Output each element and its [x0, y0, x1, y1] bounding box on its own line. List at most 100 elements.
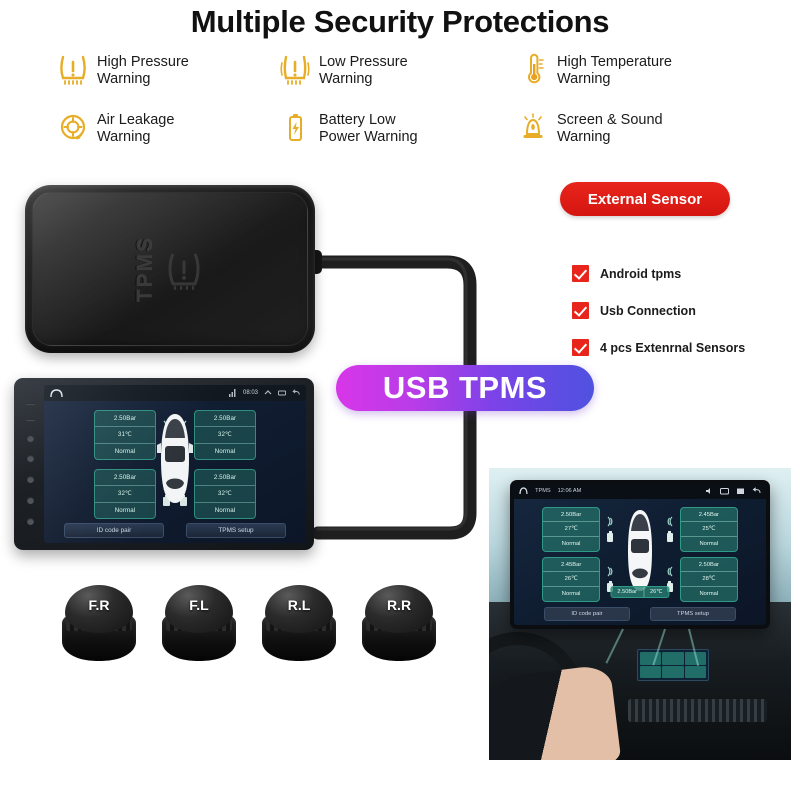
volume-icon[interactable] — [705, 487, 713, 495]
sensor-cap-rear-left: R.L — [262, 585, 336, 663]
alarm-siren-icon — [518, 110, 548, 144]
menu-button[interactable] — [27, 517, 34, 525]
inset-tire-tile-front-left[interactable]: 2.50Bar 27℃ Normal — [542, 506, 601, 552]
module-emboss-text: TPMS — [133, 235, 156, 303]
apps-icon[interactable] — [736, 487, 745, 495]
tire-tile-rear-left[interactable]: 2.50Bar 32℃ Normal — [94, 469, 156, 519]
wifi-icon — [264, 390, 272, 395]
tile-pressure: 2.50Bar — [560, 511, 582, 518]
cap-top — [365, 585, 433, 633]
battery-low-icon — [280, 110, 310, 144]
battery-icon — [666, 530, 673, 542]
home-button[interactable] — [27, 455, 34, 463]
tile-pressure: 2.50Bar — [113, 415, 137, 423]
selected-tire-chip: 2.50Bar 26℃ — [610, 585, 670, 598]
tile-status: Normal — [95, 501, 155, 518]
feature-checklist: Android tpms Usb Connection 4 pcs Extenr… — [572, 255, 792, 366]
tile-temperature: 28℃ — [680, 571, 737, 586]
inset-tpms-app: 2.50Bar 27℃ Normal 2.45Bar 26℃ Normal 2.… — [514, 499, 766, 625]
usb-tpms-badge: USB TPMS — [336, 365, 594, 411]
home-icon[interactable] — [50, 388, 63, 398]
tile-pressure: 2.50Bar — [113, 474, 137, 482]
mini-tile — [662, 652, 684, 665]
feature-label: Low Pressure Warning — [319, 54, 408, 87]
mini-tile — [684, 652, 707, 665]
status-bar-right: 08:03 — [228, 389, 300, 397]
tile-pressure: 2.50Bar — [698, 561, 719, 568]
magnified-screen[interactable]: TPMS 12:06 AM 2.50Bar 27℃ — [514, 483, 766, 625]
cap-top — [165, 585, 233, 633]
module-emboss: TPMS — [133, 236, 207, 302]
tile-status: Normal — [195, 501, 255, 518]
inset-id-code-pair-button[interactable]: ID code pair — [543, 606, 630, 621]
battery-icon — [666, 580, 673, 592]
check-icon — [572, 265, 589, 282]
tile-temperature: 32℃ — [95, 485, 155, 501]
tile-status: Normal — [195, 442, 255, 459]
tire-tile-front-right[interactable]: 2.50Bar 32℃ Normal — [194, 410, 256, 460]
tile-pressure: 2.45Bar — [698, 511, 719, 518]
inset-tpms-setup-button[interactable]: TPMS setup — [649, 606, 736, 621]
mini-tile — [684, 665, 707, 679]
checklist-item: 4 pcs Extenrnal Sensors — [572, 329, 792, 366]
power-button[interactable] — [27, 434, 34, 442]
car-interior-inset-photo: TPMS 12:06 AM 2.50Bar 27℃ — [489, 468, 791, 760]
feature-screen-sound: Screen & Sound Warning — [518, 110, 758, 168]
tile-status: Normal — [95, 442, 155, 459]
inset-action-buttons: ID code pair TPMS setup — [514, 606, 766, 621]
feature-air-leakage: Air Leakage Warning — [58, 110, 280, 168]
tile-status: Normal — [543, 536, 600, 551]
recent-apps-icon[interactable] — [278, 389, 286, 397]
tile-temperature: 31℃ — [95, 426, 155, 442]
mini-tile — [662, 665, 684, 679]
tpms-receiver-module: TPMS — [25, 185, 315, 353]
car-topview-illustration — [157, 414, 193, 503]
inset-tire-tile-rear-right[interactable]: 2.50Bar 28℃ Normal — [679, 556, 738, 602]
status-time: 08:03 — [242, 390, 258, 396]
head-unit-side-buttons[interactable] — [22, 392, 39, 536]
external-sensor-badge: External Sensor — [560, 182, 730, 216]
tpms-action-buttons: ID code pair TPMS setup — [44, 523, 306, 538]
inset-status-time: 12:06 AM — [557, 488, 582, 495]
home-icon[interactable] — [519, 487, 528, 495]
tile-temperature: 32℃ — [195, 426, 255, 442]
tire-tile-front-left[interactable]: 2.50Bar 31℃ Normal — [94, 410, 156, 460]
battery-icon — [607, 580, 614, 592]
checklist-label: 4 pcs Extenrnal Sensors — [600, 340, 746, 355]
checklist-label: Android tpms — [600, 266, 682, 281]
navigation-button[interactable] — [27, 497, 34, 505]
mini-tile — [639, 652, 662, 665]
tpms-app: 2.50Bar 31℃ Normal 2.50Bar 32℃ Normal 2.… — [44, 401, 306, 543]
sensor-cap-label: F.L — [189, 597, 209, 613]
sensor-cap-group: F.R F.L R.L R.R — [62, 585, 436, 663]
head-unit-screen[interactable]: 08:03 2.50Bar 31℃ Normal 2.50Bar 3 — [44, 385, 306, 543]
check-icon — [572, 302, 589, 319]
back-icon[interactable] — [292, 389, 300, 397]
tire-pressure-high-icon — [58, 52, 88, 86]
tile-temperature: 32℃ — [195, 485, 255, 501]
tire-tile-rear-right[interactable]: 2.50Bar 32℃ Normal — [194, 469, 256, 519]
inset-tire-tile-front-right[interactable]: 2.45Bar 25℃ Normal — [679, 506, 738, 552]
back-icon[interactable] — [752, 487, 761, 495]
tile-status: Normal — [543, 586, 600, 601]
thermometer-icon — [518, 52, 548, 86]
car-topview-illustration — [627, 509, 652, 591]
signal-wave-icon — [667, 516, 673, 527]
tile-temperature: 27℃ — [543, 521, 600, 536]
inset-tire-tile-rear-left[interactable]: 2.45Bar 26℃ Normal — [542, 556, 601, 602]
magnified-head-unit: TPMS 12:06 AM 2.50Bar 27℃ — [510, 479, 770, 629]
sensor-cap-label: R.R — [386, 597, 412, 613]
tile-temperature: 26℃ — [543, 571, 600, 586]
volume-down-button[interactable] — [26, 418, 35, 421]
android-status-bar: 08:03 — [44, 385, 306, 401]
id-code-pair-button[interactable]: ID code pair — [64, 523, 164, 538]
volume-up-button[interactable] — [26, 402, 35, 405]
inset-app-name: TPMS — [535, 488, 551, 495]
tile-status: Normal — [680, 586, 737, 601]
feature-label: Battery Low Power Warning — [319, 112, 418, 145]
sensor-cap-front-right: F.R — [62, 585, 136, 663]
tpms-setup-button[interactable]: TPMS setup — [186, 523, 286, 538]
back-button[interactable] — [27, 476, 34, 484]
feature-label: High Temperature Warning — [557, 54, 672, 87]
camera-icon[interactable] — [719, 487, 729, 495]
